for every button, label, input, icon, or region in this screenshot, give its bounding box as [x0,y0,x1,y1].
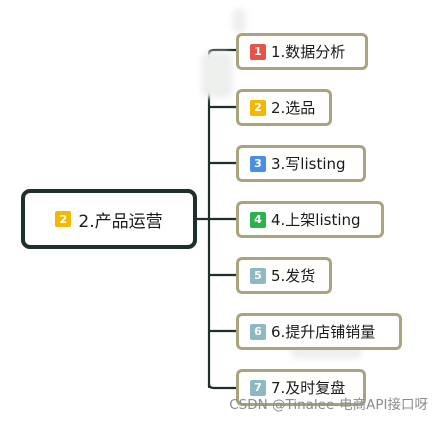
blur-patch [201,52,233,98]
priority-badge-1: 1 [250,43,266,60]
child-node-2[interactable]: 2 2.选品 [236,89,332,126]
child-node-4[interactable]: 4 4.上架listing [236,201,384,238]
child-node-7[interactable]: 7 7.及时复盘 [236,369,366,406]
child-label-1: 1.数据分析 [271,43,346,61]
priority-badge-5: 5 [250,267,266,284]
root-priority-badge: 2 [55,211,72,227]
branch-line-7 [207,382,238,390]
child-label-2: 2.选品 [271,99,316,117]
priority-badge-7: 7 [250,379,266,396]
blur-patch [232,8,246,34]
child-label-4: 4.上架listing [271,211,361,229]
root-label: 2.产品运营 [78,211,163,232]
root-node[interactable]: 2 2.产品运营 [21,189,197,249]
child-label-5: 5.发货 [271,267,316,285]
child-label-6: 6.提升店铺销量 [271,323,376,341]
child-node-3[interactable]: 3 3.写listing [236,145,366,182]
priority-badge-6: 6 [250,323,266,340]
child-node-1[interactable]: 1 1.数据分析 [236,33,368,70]
child-node-5[interactable]: 5 5.发货 [236,257,332,294]
child-node-6[interactable]: 6 6.提升店铺销量 [236,313,402,350]
child-label-3: 3.写listing [271,155,346,173]
csdn-watermark: CSDN @Tinalee-电商API接口呀 [229,397,428,413]
priority-badge-3: 3 [250,155,266,172]
child-label-7: 7.及时复盘 [271,379,346,397]
priority-badge-4: 4 [250,211,266,228]
priority-badge-2: 2 [250,99,266,116]
